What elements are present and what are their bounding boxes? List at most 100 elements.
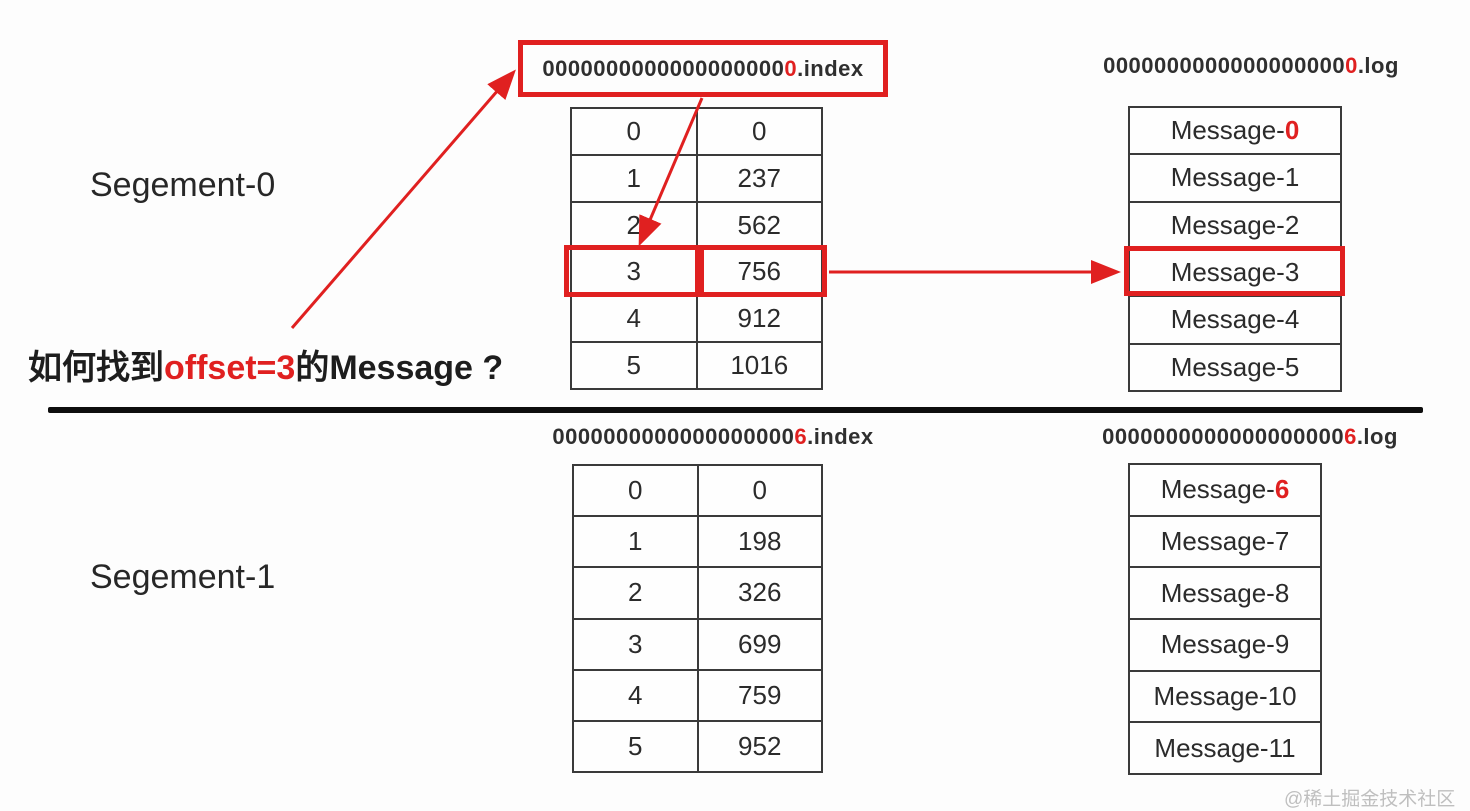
offset-cell: 5 — [572, 343, 698, 388]
index-row: 1 237 — [572, 153, 821, 201]
offset-cell: 3 — [572, 249, 698, 295]
filename-base-offset: 0 — [784, 55, 798, 81]
message-row: Message-2 — [1130, 200, 1340, 248]
offset-cell: 4 — [572, 296, 698, 342]
message-prefix: Message- — [1170, 257, 1285, 288]
filename-zeros: 0000000000000000000 — [1103, 53, 1346, 78]
offset-cell: 4 — [574, 670, 699, 720]
message-prefix: Message- — [1170, 162, 1285, 193]
offset-cell: 0 — [572, 109, 698, 154]
message-number: 5 — [1284, 351, 1300, 382]
position-cell: 237 — [737, 162, 781, 193]
offset-cell: 1 — [572, 155, 698, 201]
position-cell: 326 — [738, 577, 782, 608]
watermark: @稀土掘金技术社区 — [1284, 789, 1456, 810]
index-row: 4 759 — [574, 668, 821, 720]
index-row: 3 699 — [574, 617, 821, 669]
filename-extension: .index — [807, 424, 874, 449]
message-row: Message-8 — [1130, 566, 1320, 618]
position-cell: 699 — [738, 628, 782, 659]
message-prefix: Message- — [1160, 577, 1275, 608]
message-row: Message-0 — [1130, 108, 1340, 153]
message-prefix: Message- — [1160, 629, 1275, 660]
index-row: 5 1016 — [572, 341, 821, 388]
message-row: Message-4 — [1130, 295, 1340, 342]
message-prefix: Message- — [1170, 304, 1285, 335]
message-row: Message-11 — [1130, 721, 1320, 773]
question-part2: 的Message ? — [295, 349, 504, 387]
message-prefix: Message- — [1160, 526, 1275, 556]
filename-zeros: 0000000000000000000 — [1102, 424, 1345, 449]
section-divider — [48, 407, 1423, 413]
message-row: Message-9 — [1130, 618, 1320, 670]
offset-cell: 2 — [574, 568, 699, 618]
message-number: 10 — [1267, 681, 1297, 712]
message-prefix: Message- — [1160, 474, 1275, 505]
message-row: Message-5 — [1130, 342, 1340, 390]
message-number: 7 — [1274, 526, 1290, 556]
message-prefix: Message- — [1153, 681, 1268, 712]
filename-zeros: 0000000000000000000 — [542, 55, 785, 81]
segment0-log-filename: 00000000000000000000.log — [1085, 53, 1417, 79]
offset-cell: 3 — [574, 619, 699, 669]
position-cell: 756 — [737, 256, 781, 287]
position-cell: 198 — [738, 526, 782, 557]
message-prefix: Message- — [1170, 351, 1285, 382]
message-prefix: Message- — [1170, 115, 1285, 146]
filename-zeros: 0000000000000000000 — [552, 424, 795, 449]
filename-extension: .index — [797, 55, 864, 81]
filename-base-offset: 0 — [1345, 53, 1358, 78]
message-prefix: Message- — [1154, 732, 1269, 763]
question-offset-highlight: offset=3 — [164, 349, 296, 387]
index-row: 2 326 — [574, 566, 821, 618]
message-number: 0 — [1284, 115, 1300, 146]
position-cell: 1016 — [730, 350, 789, 381]
offset-cell: 5 — [574, 721, 699, 772]
question-text: 如何找到offset=3的Message ? — [28, 340, 503, 389]
message-number: 3 — [1284, 257, 1300, 288]
offset-cell: 2 — [572, 202, 698, 248]
position-cell: 562 — [737, 209, 781, 240]
segment0-index-filename: 00000000000000000000.index — [542, 56, 863, 82]
message-number: 8 — [1274, 577, 1290, 608]
index-row: 2 562 — [572, 200, 821, 248]
message-number: 9 — [1274, 629, 1290, 660]
message-number: 4 — [1284, 304, 1300, 335]
message-number: 6 — [1274, 474, 1290, 505]
segment0-index-filename-box: 00000000000000000000.index — [518, 40, 888, 97]
message-number: 11 — [1268, 732, 1296, 763]
segment1-log-filename: 00000000000000000006.log — [1085, 424, 1415, 450]
segment0-label: Segement-0 — [90, 166, 276, 204]
filename-base-offset: 6 — [794, 424, 808, 449]
filename-extension: .log — [1357, 53, 1399, 78]
position-cell: 912 — [737, 303, 781, 334]
position-cell: 952 — [738, 730, 782, 761]
question-part1: 如何找到 — [28, 349, 164, 387]
message-row: Message-1 — [1130, 153, 1340, 200]
segment1-label: Segement-1 — [90, 558, 276, 596]
message-row: Message-10 — [1130, 669, 1320, 722]
message-number: 2 — [1284, 209, 1300, 240]
position-cell: 0 — [752, 475, 767, 506]
position-cell: 759 — [738, 679, 782, 710]
segment1-index-filename: 00000000000000000006.index — [530, 424, 896, 450]
position-cell: 0 — [752, 115, 767, 146]
offset-cell: 0 — [574, 466, 699, 516]
message-row: Message-3 — [1130, 247, 1340, 295]
filename-extension: .log — [1356, 424, 1398, 449]
index-row: 5 952 — [574, 719, 821, 772]
message-number: 1 — [1284, 162, 1300, 193]
message-row: Message-7 — [1130, 514, 1320, 567]
index-row: 3 756 — [572, 247, 821, 295]
index-row: 4 912 — [572, 294, 821, 342]
filename-base-offset: 6 — [1344, 424, 1357, 449]
message-prefix: Message- — [1170, 209, 1285, 240]
